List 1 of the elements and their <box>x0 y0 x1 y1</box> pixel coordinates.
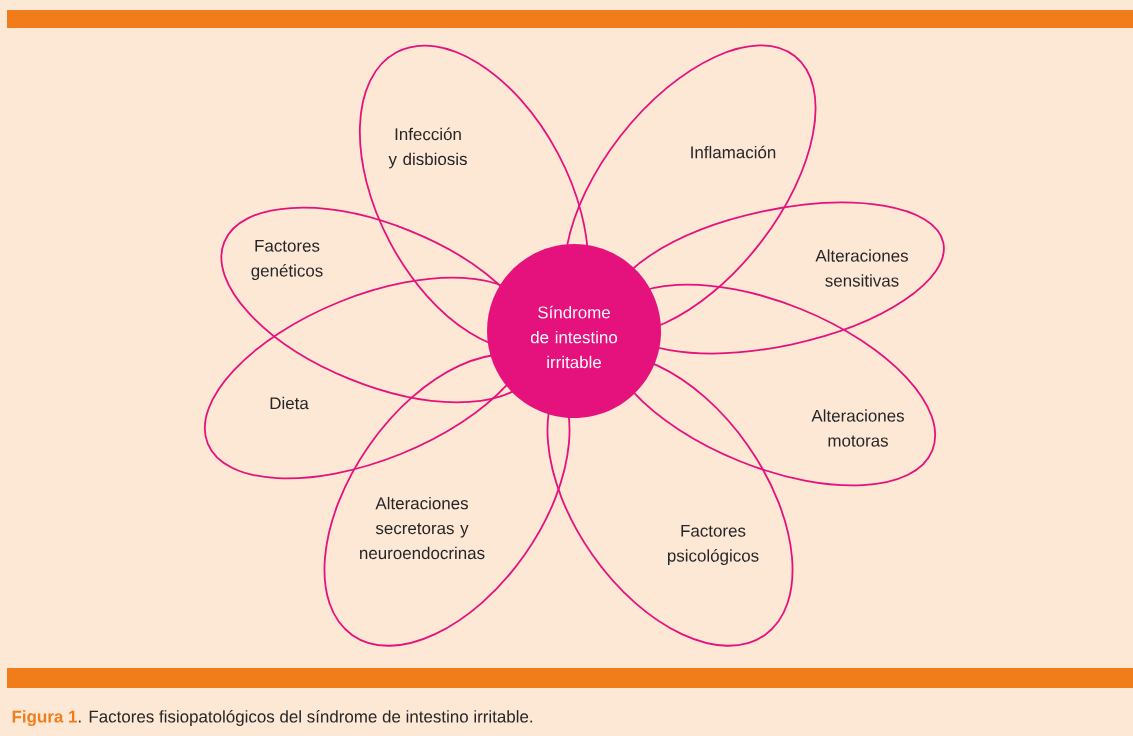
caption: Figura 1. Factores fisiopatológicos del síndrome de intestino irritable. <box>12 709 533 727</box>
